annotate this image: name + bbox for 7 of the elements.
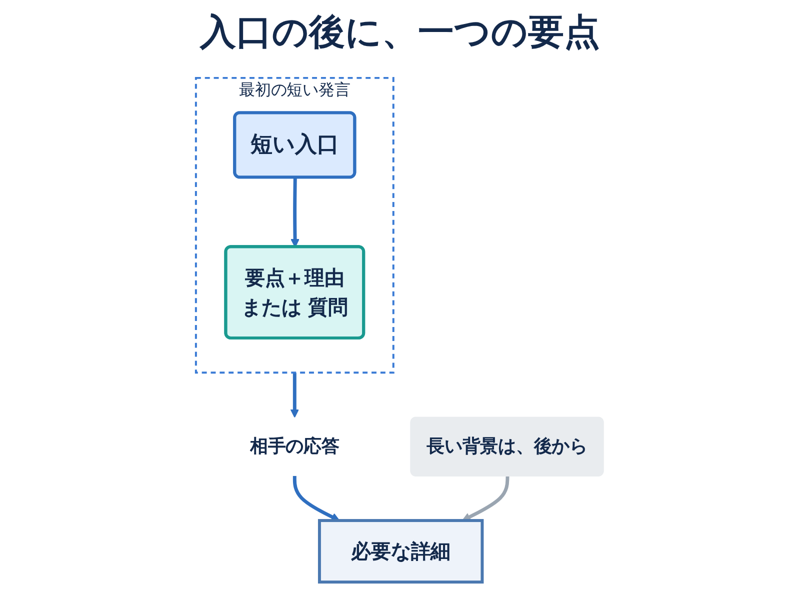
arrow <box>290 372 300 418</box>
diagram-title: 入口の後に、一つの要点 <box>198 11 601 55</box>
arrow <box>291 178 300 248</box>
arrow <box>462 476 510 521</box>
node-text: 相手の応答 <box>250 436 340 458</box>
arrow <box>293 476 340 521</box>
node-box: 必要な詳細 <box>318 519 484 584</box>
